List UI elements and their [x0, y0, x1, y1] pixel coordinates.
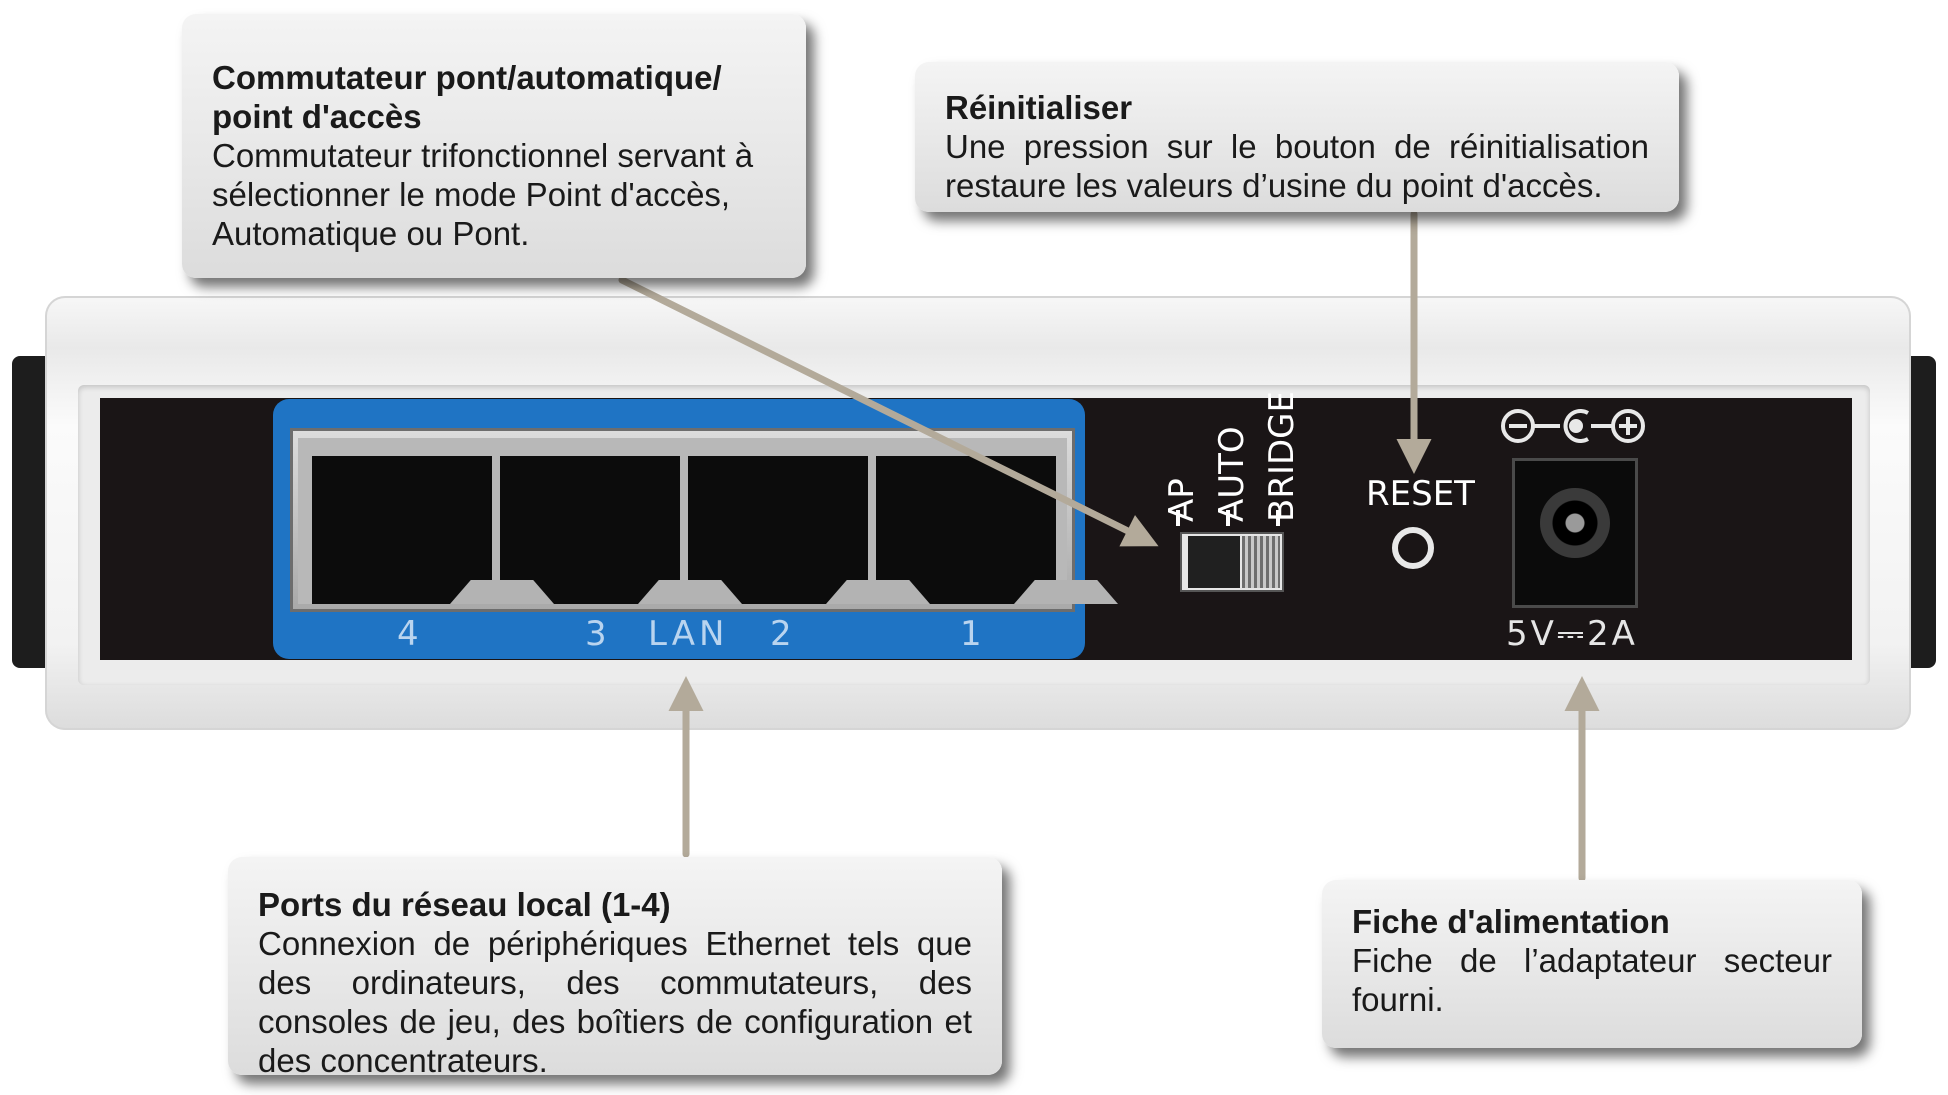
power-jack[interactable] — [1540, 488, 1610, 558]
lan-port-number-2: 2 — [770, 614, 796, 654]
reset-button[interactable] — [1392, 527, 1434, 569]
callout-power: Fiche d'alimentation Fiche de l’adaptate… — [1322, 880, 1862, 1048]
callout-reset-description: Une pression sur le bouton de réinitiali… — [945, 128, 1649, 204]
lan-port-latch — [1014, 580, 1118, 604]
callout-lan-ports-title: Ports du réseau local (1-4) — [258, 886, 671, 923]
reset-label: RESET — [1366, 474, 1475, 514]
callout-lan-ports-description: Connexion de périphériques Ethernet tels… — [258, 925, 972, 1079]
callout-power-title: Fiche d'alimentation — [1352, 903, 1670, 940]
lan-port-4[interactable] — [312, 456, 492, 604]
lan-port-2[interactable] — [688, 456, 868, 604]
lan-port-number-3: 3 — [585, 614, 611, 654]
mode-switch-knob[interactable] — [1188, 536, 1240, 588]
callout-reset-title: Réinitialiser — [945, 89, 1133, 126]
lan-port-3[interactable] — [500, 456, 680, 604]
leader-mode-switch — [618, 276, 1159, 547]
mode-tick-auto — [1226, 510, 1230, 526]
callout-lan-ports: Ports du réseau local (1-4) Connexion de… — [228, 857, 1002, 1079]
lan-port-number-4: 4 — [397, 614, 423, 654]
power-rating-label: 5V⎓2A — [1506, 614, 1638, 654]
mode-switch-grip — [1242, 536, 1280, 588]
callout-mode-switch-description: Commutateur trifonctionnel servant à sél… — [212, 137, 754, 252]
callout-mode-switch-title: Commutateur pont/automatique/ point d'ac… — [212, 59, 722, 135]
mode-tick-ap — [1176, 510, 1180, 526]
lan-port-number-1: 1 — [960, 614, 986, 654]
device-side-left — [12, 356, 46, 668]
mode-tick-bridge — [1276, 510, 1280, 526]
callout-reset: Réinitialiser Une pression sur le bouton… — [915, 62, 1679, 212]
lan-label: LAN — [648, 614, 729, 654]
callout-mode-switch: Commutateur pont/automatique/ point d'ac… — [182, 14, 806, 278]
power-jack-housing — [1512, 458, 1638, 608]
callout-power-description: Fiche de l’adaptateur secteur fourni. — [1352, 942, 1832, 1018]
